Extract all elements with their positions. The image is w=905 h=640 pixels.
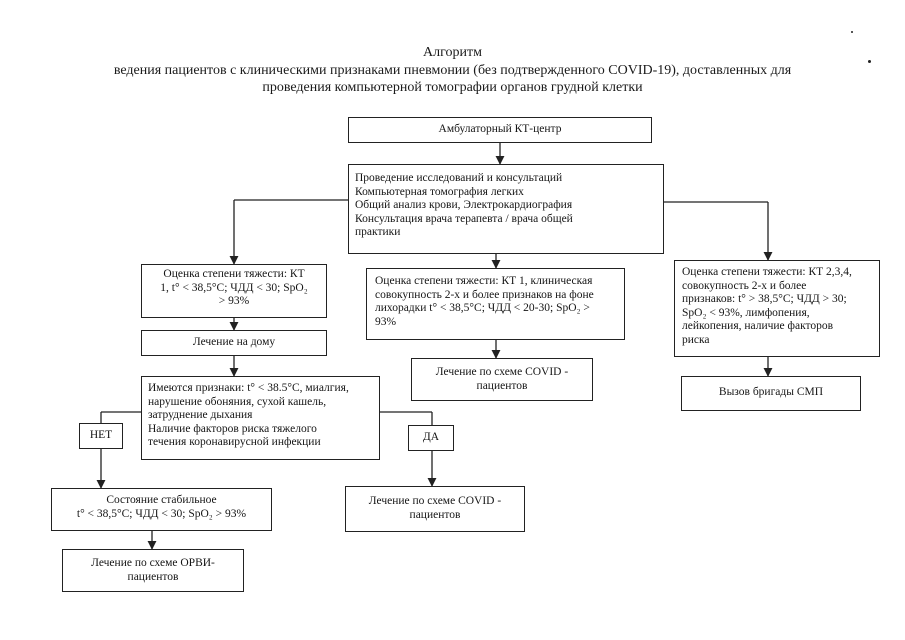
branch-no-label: НЕТ <box>79 423 123 449</box>
node-stable-state: Состояние стабильное t° < 38,5°C; ЧДД < … <box>51 488 272 531</box>
diagram-title: Алгоритм <box>423 45 482 60</box>
scan-speck <box>868 60 871 63</box>
node-home-treatment: Лечение на дому <box>141 330 327 356</box>
node-ambulance-call: Вызов бригады СМП <box>681 376 861 411</box>
node-covid-treatment: Лечение по схеме COVID - пациентов <box>411 358 593 401</box>
node-severity-kt1-clinical: Оценка степени тяжести: КТ 1, клиническа… <box>366 268 625 340</box>
diagram-subtitle-line-1: ведения пациентов с клиническими признак… <box>113 63 792 78</box>
branch-yes-label: ДА <box>408 425 454 451</box>
node-orvi-treatment: Лечение по схеме ОРВИ- пациентов <box>62 549 244 592</box>
node-symptoms-check: Имеются признаки: t° < 38.5°C, миалгия, … <box>141 376 380 460</box>
scan-speck <box>851 31 853 33</box>
node-ambulatory-ct-center: Амбулаторный КТ-центр <box>348 117 652 143</box>
node-examinations: Проведение исследований и консультаций К… <box>348 164 664 254</box>
diagram-subtitle-line-2: проведения компьютерной томографии орган… <box>262 80 643 95</box>
node-severity-kt1-home: Оценка степени тяжести: КТ 1, t° < 38,5°… <box>141 264 327 318</box>
node-severity-kt234: Оценка степени тяжести: КТ 2,3,4, совоку… <box>674 260 880 357</box>
node-covid-treatment-home: Лечение по схеме COVID - пациентов <box>345 486 525 532</box>
